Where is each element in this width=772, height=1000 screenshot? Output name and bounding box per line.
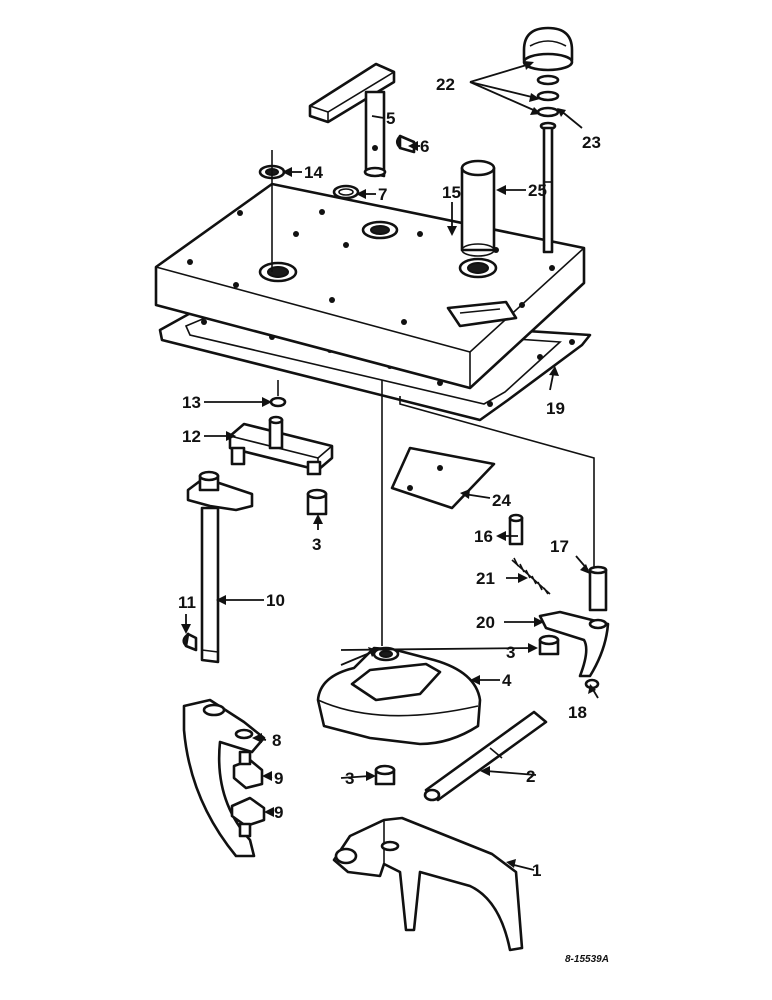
- callout-21: 21: [476, 569, 495, 588]
- callout-22: 22: [436, 75, 455, 94]
- callout-9-upper: 9: [274, 769, 283, 788]
- callout-15: 15: [442, 183, 461, 202]
- callout-19: 19: [546, 399, 565, 418]
- callout-14: 14: [304, 163, 323, 182]
- callout-5: 5: [386, 109, 395, 128]
- callout-9-lower: 9: [274, 803, 283, 822]
- pin-part-6: [396, 134, 416, 154]
- callout-25: 25: [528, 181, 547, 200]
- block-part-9-lower: [230, 796, 266, 838]
- lever-part-5: [308, 62, 396, 178]
- callout-6: 6: [420, 137, 429, 156]
- callout-3-middle: 3: [506, 643, 515, 662]
- callout-16: 16: [474, 527, 493, 546]
- linkage-part-12: [228, 415, 334, 476]
- callout-17: 17: [550, 537, 569, 556]
- callout-24: 24: [492, 491, 511, 510]
- shift-fork-part-1: [332, 816, 524, 952]
- callout-10: 10: [266, 591, 285, 610]
- shaft-part-25: [460, 159, 496, 257]
- callout-leaders: [181, 61, 599, 871]
- drawing-number: 8-15539A: [565, 954, 609, 965]
- bushing-part-3-upper: [306, 488, 328, 516]
- shift-rod-part-10: [186, 470, 254, 664]
- callout-13: 13: [182, 393, 201, 412]
- callout-20: 20: [476, 613, 495, 632]
- guide-lines: [271, 150, 595, 646]
- bushing-part-3-middle: [538, 634, 560, 656]
- callout-3-upper: 3: [312, 535, 321, 554]
- spring-part-21: [511, 557, 551, 595]
- knob-rod-part-22-23: [522, 26, 574, 254]
- shaft-part-2: [423, 710, 548, 802]
- callout-18: 18: [568, 703, 587, 722]
- pin-part-16: [508, 513, 524, 546]
- callout-3-lower: 3: [345, 769, 354, 788]
- callout-23: 23: [582, 133, 601, 152]
- ring-part-13: [269, 396, 287, 408]
- callout-1: 1: [532, 861, 541, 880]
- washer-part-7: [332, 184, 360, 200]
- block-part-9-upper: [232, 750, 264, 790]
- callout-7: 7: [378, 185, 387, 204]
- callout-8: 8: [272, 731, 281, 750]
- fork-part-8: [182, 698, 266, 858]
- callout-12: 12: [182, 427, 201, 446]
- callout-11: 11: [178, 593, 196, 612]
- lever-part-20: [538, 610, 610, 678]
- bushing-part-3-lower: [374, 764, 396, 786]
- plunger-part-17: [588, 565, 608, 612]
- callout-labels: 1 2 3 3 3 4 5 6 7 8 9 9 10 11 12 13 14 1…: [178, 75, 609, 965]
- callout-4: 4: [502, 671, 512, 690]
- callout-2: 2: [526, 767, 535, 786]
- housing-part-4: [316, 646, 482, 746]
- plate-part-24: [390, 446, 496, 510]
- key-part-11: [182, 632, 198, 652]
